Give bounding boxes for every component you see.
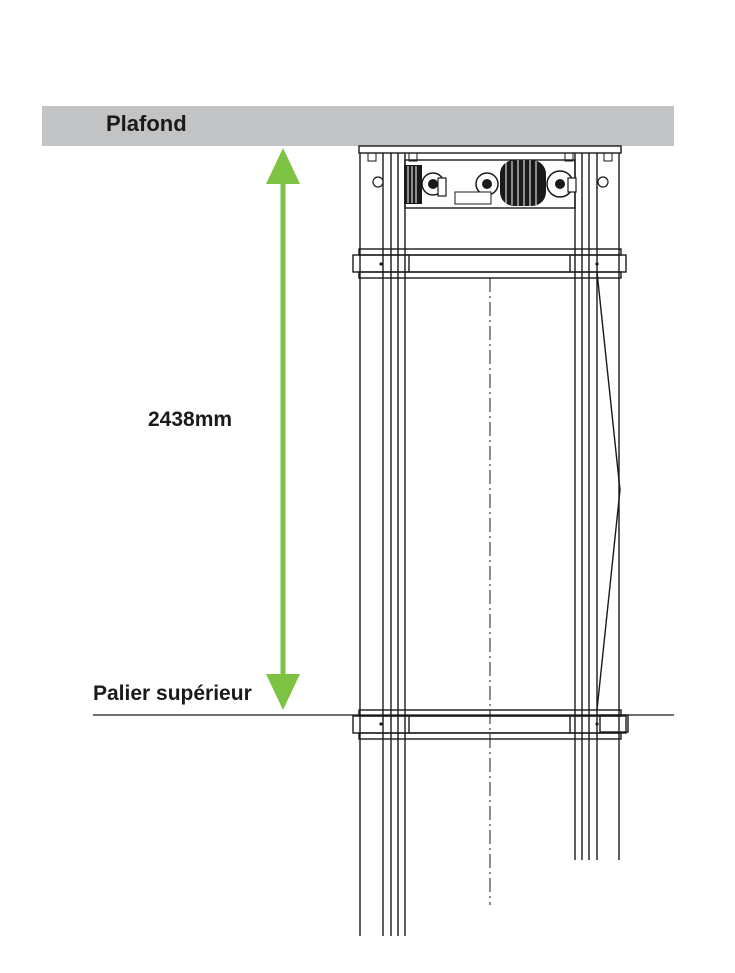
landing-label: Palier supérieur [93,682,252,705]
ceiling-slab [42,106,674,146]
top-brackets [367,152,613,162]
drive-machinery [372,160,609,206]
dimension-arrow [266,148,300,710]
dimension-label: 2438mm [148,408,233,431]
bolt-dots [379,262,599,726]
ceiling-label: Plafond [106,111,187,136]
